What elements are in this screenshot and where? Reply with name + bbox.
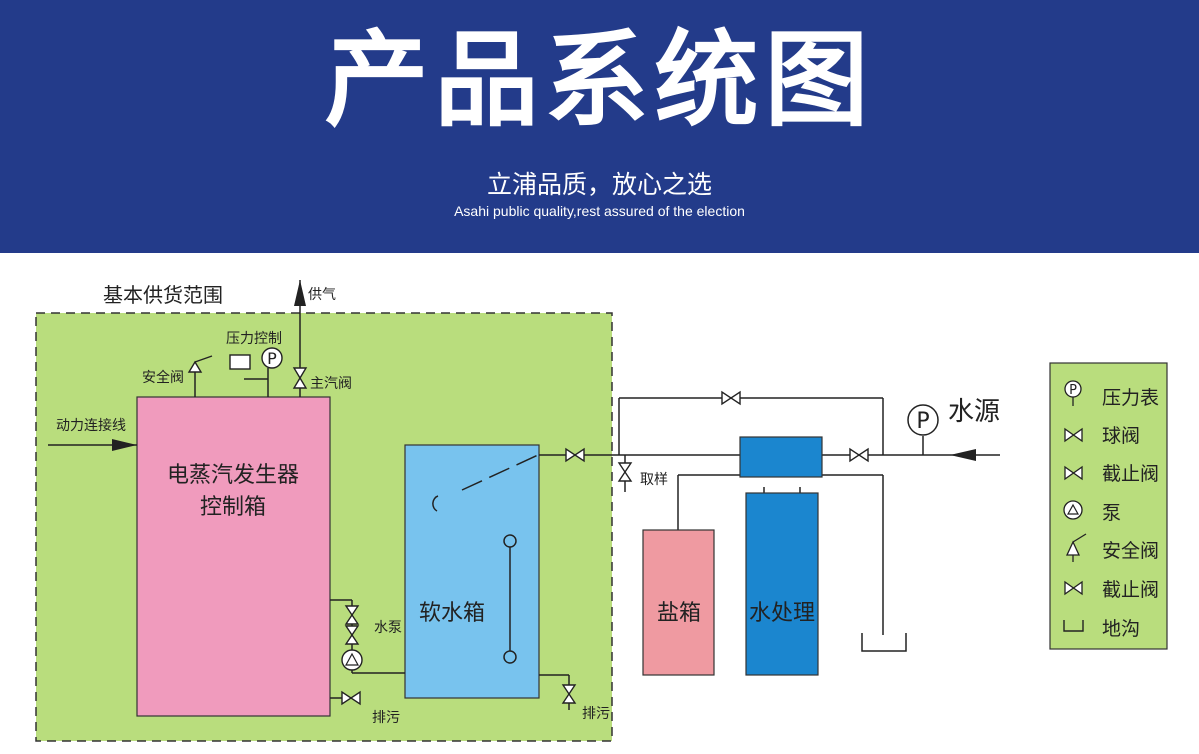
bypass-valve-icon: [721, 390, 741, 406]
sampling-valve-icon: [617, 462, 633, 482]
legend-label: 地沟: [1102, 618, 1140, 640]
supply-steam-arrow: [294, 280, 306, 306]
system-diagram: 基本供货范围 电蒸汽发生器 控制箱 软水箱: [35, 280, 1168, 742]
water-treatment-tank: [745, 492, 819, 676]
ball-valve-icon: [1064, 427, 1083, 443]
legend-label: 截止阀: [1102, 579, 1159, 601]
safety-valve-icon: [1065, 533, 1087, 562]
soft-water-tank-label: 软水箱: [419, 601, 485, 626]
safety-valve-label: 安全阀: [142, 369, 184, 386]
floor-drain-icon: [1063, 620, 1084, 632]
legend-label: 压力表: [1102, 387, 1159, 409]
legend-item: 截止阀: [1064, 579, 1159, 601]
main-steam-valve-label: 主汽阀: [310, 376, 352, 392]
legend-item: 安全阀: [1065, 533, 1159, 562]
drain-valve-right-icon: [561, 684, 577, 704]
salt-box-label: 盐箱: [657, 601, 701, 626]
subtitle-chinese: 立浦品质，放心之选: [486, 170, 712, 199]
inlet-valve-icon: [565, 447, 585, 463]
power-line-arrow: [112, 439, 137, 451]
main-steam-valve-icon: [292, 367, 308, 389]
stop-valve-icon: [1064, 465, 1083, 481]
drain-valve-left-icon: [341, 690, 361, 706]
legend-item: 球阀: [1064, 425, 1140, 447]
drain-left-label: 排污: [372, 710, 400, 726]
float-switch: [432, 495, 439, 512]
sampling-label: 取样: [640, 472, 668, 488]
header-banner: 产品系统图 立浦品质，放心之选 Asahi public quality,res…: [0, 0, 1199, 253]
steam-generator-label: 电蒸汽发生器: [167, 463, 299, 488]
legend-pump-triangle: [1066, 503, 1080, 515]
water-treatment-label: 水处理: [749, 601, 815, 626]
legend-item: P 压力表: [1064, 380, 1159, 409]
pressure-gauge-icon: [261, 347, 283, 369]
water-source-label: 水源: [948, 397, 1000, 427]
subtitle-english: Asahi public quality,rest assured of the…: [454, 203, 745, 219]
pressure-control-box: [229, 354, 251, 370]
soft-water-tank: [404, 444, 540, 699]
pressure-gauge-symbol: P: [267, 349, 277, 368]
legend-label: 安全阀: [1102, 540, 1159, 562]
supply-scope-label: 基本供货范围: [103, 283, 223, 307]
level-gauge-bottom: [503, 650, 517, 664]
legend-p-symbol: P: [1069, 383, 1077, 398]
drain-right-label: 排污: [582, 706, 610, 722]
control-box-label: 控制箱: [200, 495, 266, 520]
legend-label: 截止阀: [1102, 463, 1159, 485]
water-pump-label: 水泵: [374, 620, 402, 636]
water-treatment-head: [739, 436, 823, 478]
power-line-label: 动力连接线: [56, 417, 126, 434]
pump-outlet-valve-icon: [344, 625, 360, 645]
legend-item: 截止阀: [1064, 463, 1159, 485]
source-valve-icon: [849, 447, 869, 463]
legend-item: 地沟: [1063, 618, 1140, 640]
source-pressure-gauge-icon: [907, 404, 939, 436]
float-arm: [461, 454, 539, 491]
stop-valve-icon: [1064, 580, 1083, 596]
supply-steam-label: 供气: [308, 287, 336, 303]
legend-item: 泵: [1063, 500, 1121, 524]
water-source-arrow: [950, 449, 976, 461]
legend-label: 泵: [1102, 502, 1121, 524]
legend-label: 球阀: [1102, 425, 1140, 447]
source-pressure-gauge-symbol: P: [916, 409, 929, 434]
page-title: 产品系统图: [324, 19, 875, 141]
steam-generator-box: [136, 396, 331, 717]
safety-valve-icon: [187, 355, 213, 373]
level-gauge-top: [503, 534, 517, 548]
pressure-control-label: 压力控制: [226, 331, 282, 347]
salt-box: [642, 529, 715, 676]
water-pump-triangle: [344, 652, 360, 666]
pump-inlet-valve-icon: [344, 605, 360, 625]
